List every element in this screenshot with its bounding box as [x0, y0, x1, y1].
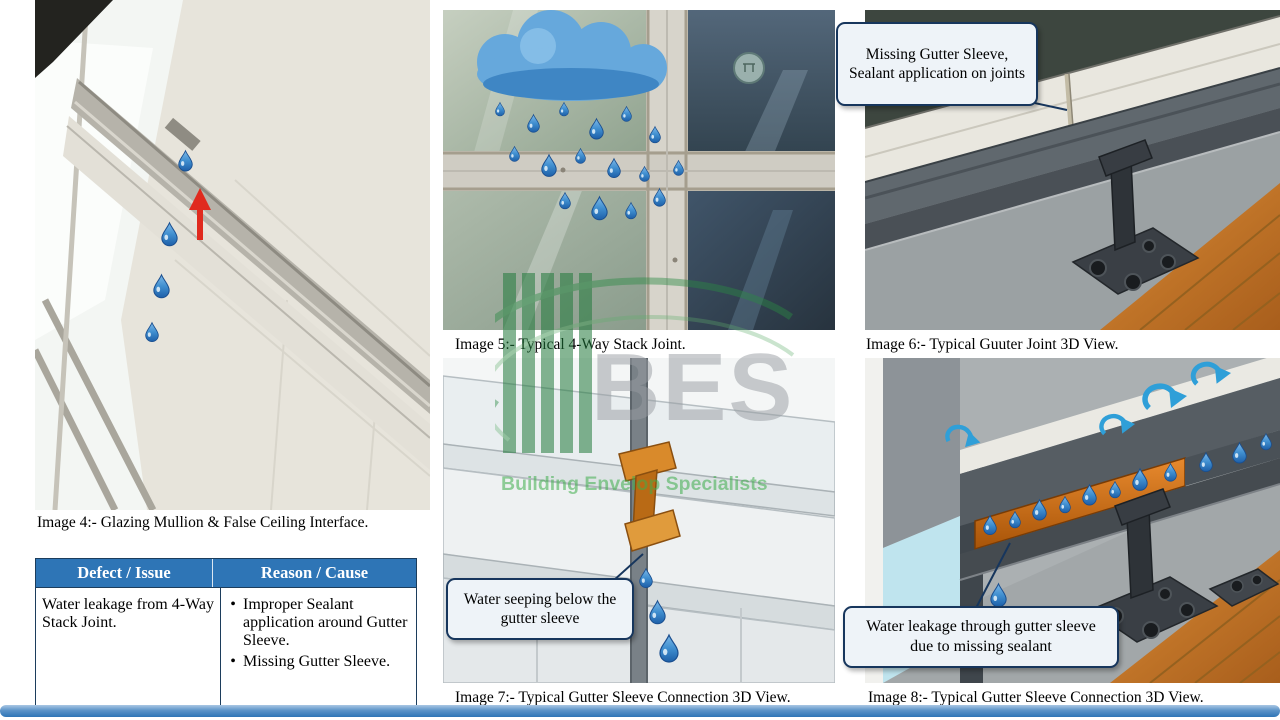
- aluminum-profile: [865, 68, 1280, 224]
- anchor-plate: [1208, 568, 1280, 607]
- callout-pointer: [974, 542, 1011, 611]
- dark-corner: [35, 0, 113, 78]
- table-header-defect: Defect / Issue: [36, 559, 213, 587]
- image5-stack-joint-photo: [443, 10, 835, 330]
- image7-caption: Image 7:- Typical Gutter Sleeve Connecti…: [455, 689, 791, 706]
- table-header-reason: Reason / Cause: [213, 559, 416, 587]
- image8-caption: Image 8:- Typical Gutter Sleeve Connecti…: [868, 689, 1204, 706]
- cladding-panel: [865, 16, 1280, 182]
- defect-table: Defect / Issue Reason / Cause Water leak…: [35, 558, 417, 712]
- callout-water-seeping: Water seeping below the gutter sleeve: [446, 578, 634, 640]
- reason-item: • Missing Gutter Sleeve.: [223, 653, 412, 671]
- glazing-mullion-art: [35, 0, 430, 510]
- image5-caption: Image 5:- Typical 4-Way Stack Joint.: [455, 336, 686, 353]
- image7-gutter-sleeve-3d: [443, 358, 835, 683]
- bracket: [1071, 139, 1200, 295]
- bracket: [1088, 488, 1219, 643]
- gutter-sleeve-art: [443, 358, 835, 683]
- image4-caption: Image 4:- Glazing Mullion & False Ceilin…: [37, 514, 369, 531]
- image4-glazing-mullion-photo: [35, 0, 430, 510]
- gutter-sleeve: [618, 441, 681, 552]
- bullet-icon: •: [230, 596, 236, 613]
- callout-water-leakage: Water leakage through gutter sleeve due …: [843, 606, 1119, 668]
- bullet-icon: •: [230, 653, 236, 670]
- footer-accent-bar: [0, 705, 1280, 717]
- defect-cell: Water leakage from 4-Way Stack Joint.: [36, 588, 221, 707]
- leak-arrow-icon: [189, 188, 211, 240]
- rain-cloud-icon: [477, 10, 667, 101]
- glass-sticker: [733, 52, 765, 84]
- callout-missing-gutter-sleeve: Missing Gutter Sleeve, Sealant applicati…: [836, 22, 1038, 106]
- reason-cell: • Improper Sealant application around Gu…: [221, 588, 416, 707]
- panel-joint-gap: [1064, 73, 1074, 128]
- image6-caption: Image 6:- Typical Guuter Joint 3D View.: [866, 336, 1119, 353]
- stack-joint-art: [443, 10, 835, 330]
- reason-item: • Improper Sealant application around Gu…: [223, 596, 412, 650]
